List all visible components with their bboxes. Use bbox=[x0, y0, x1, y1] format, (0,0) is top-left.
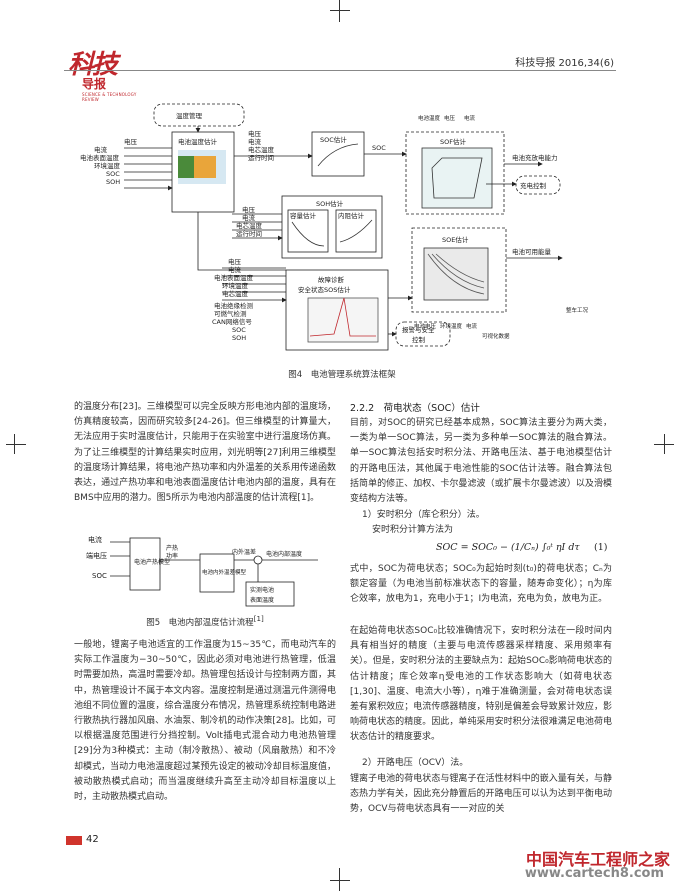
input-left-5: SOH bbox=[106, 178, 120, 186]
input-fault-3: 环境温度 bbox=[222, 281, 249, 290]
right-para-4: 锂离子电池的荷电状态与锂离子在活性材料中的嵌入量有关，与静态热力学有关，因此充分… bbox=[350, 774, 612, 815]
input-left-2: 电池表面温度 bbox=[80, 153, 120, 162]
header-rule bbox=[64, 70, 616, 71]
crop-mark-bottom-h bbox=[330, 880, 350, 881]
sof-output-label: 电池充放电能力 bbox=[512, 153, 558, 162]
vehicle-ctrl-label: 整车工况 bbox=[566, 306, 589, 314]
fig5-box2: 电池内外温差模型 bbox=[202, 568, 247, 576]
input-fault-5: 电池绝缘检测 bbox=[214, 301, 254, 310]
figure5-caption-ref: [1] bbox=[253, 614, 264, 623]
sof-box-label: SOF估计 bbox=[440, 137, 466, 146]
input-fault-9: SOH bbox=[232, 334, 246, 342]
fig5-heat-2: 功率 bbox=[166, 552, 178, 560]
fault-box-line1: 故障诊断 bbox=[318, 275, 345, 284]
charge-control-label: 充电控制 bbox=[520, 181, 547, 190]
input-left-1: 电流 bbox=[94, 145, 108, 154]
soc-box-label: SOC估计 bbox=[320, 135, 347, 144]
temp-mgmt-label: 温度管理 bbox=[176, 111, 203, 120]
figure4-caption: 图4 电池管理系统算法框架 bbox=[288, 370, 396, 380]
section-heading: 2.2.2 荷电状态（SOC）估计 bbox=[350, 403, 480, 414]
input-fault-4: 电芯温度 bbox=[222, 289, 249, 298]
logo-text-main: 科技 bbox=[68, 50, 118, 80]
input-soh-3: 运行时间 bbox=[236, 229, 262, 238]
fig5-input-1: 端电压 bbox=[86, 551, 107, 560]
soe-input-1: 环境温度 bbox=[440, 322, 463, 330]
input-fault-0: 电压 bbox=[228, 257, 242, 266]
soe-output-label: 电池可用能量 bbox=[512, 247, 552, 256]
soh-box-label: SOH估计 bbox=[316, 199, 344, 208]
figure5-diagram: 电流 端电压 SOC 电池产热模型 产热 功率 电池内外温差模型 内外温差 电池… bbox=[86, 535, 318, 607]
watermark-url: www.cartech8.com bbox=[524, 866, 664, 881]
item-1: 1）安时积分（库仑积分）法。 bbox=[362, 510, 485, 520]
journal-citation: 科技导报 2016,34(6) bbox=[515, 58, 614, 69]
fig5-box1: 电池产热模型 bbox=[134, 558, 170, 566]
page-marker bbox=[66, 836, 82, 845]
thermal-box-label: 电池温度估计 bbox=[178, 137, 218, 146]
equation-number: (1) bbox=[594, 542, 608, 553]
input-left-0: 电压 bbox=[124, 137, 138, 146]
input-soh-2: 电芯温度 bbox=[236, 221, 263, 230]
crop-mark-bottom-v bbox=[339, 868, 340, 891]
left-para-2: 一般地，锂离子电池适宜的工作温度为15~35℃，而电动汽车的实际工作温度为−30… bbox=[74, 640, 336, 803]
input-soc-1: 电流 bbox=[248, 137, 262, 146]
soh-sub2-label: 内阻估计 bbox=[338, 211, 365, 220]
right-para-1: 目前，对SOC的研究已经基本成熟，SOC算法主要分为两大类，一类为单一SOC算法… bbox=[350, 418, 612, 505]
logo-text-sub: 导报 bbox=[82, 77, 107, 91]
soc-arrow-label: SOC bbox=[372, 144, 386, 152]
figure5-caption: 图5 电池内部温度估计流程[1] bbox=[74, 614, 336, 628]
input-fault-2: 电池表面温度 bbox=[214, 273, 254, 282]
logo-text-en: SCIENCE & TECHNOLOGY REVIEW bbox=[82, 92, 137, 102]
fault-box bbox=[285, 269, 389, 351]
input-fault-7: CAN网络信号 bbox=[212, 317, 252, 326]
crop-mark-left-h bbox=[6, 444, 26, 445]
equation-1: SOC = SOC₀ − (1/Cₙ) ∫₀ᵗ ηI dτ bbox=[436, 542, 580, 553]
fig5-heat-1: 产热 bbox=[166, 544, 178, 552]
soe-input-0: 电池电压 bbox=[414, 322, 437, 330]
fault-box-line2: 安全状态SOS估计 bbox=[298, 285, 351, 294]
left-para-1: 的温度分布[23]。三维模型可以完全反映方形电池内部的温度场，仿真精度较高，因而… bbox=[74, 402, 336, 504]
figure4-diagram: 温度管理 电池温度估计 电压 电流 电池表面温度 环境温度 SOC SOH 电压… bbox=[80, 103, 589, 351]
input-left-3: 环境温度 bbox=[94, 161, 121, 170]
alarm-line2: 控制 bbox=[412, 335, 426, 344]
watermark-cn: 中国汽车工程师之家 bbox=[525, 850, 670, 869]
fig5-box3-1: 实测电池 bbox=[250, 586, 274, 594]
crop-mark-right-h bbox=[654, 444, 674, 445]
item-2: 2）开路电压（OCV）法。 bbox=[362, 758, 469, 768]
input-soh-1: 电流 bbox=[242, 213, 256, 222]
input-soc-2: 电芯温度 bbox=[248, 145, 275, 154]
soe-input-2: 电流 bbox=[466, 322, 478, 330]
soe-box-label: SOE估计 bbox=[442, 235, 469, 244]
soh-sub1-label: 容量估计 bbox=[290, 211, 317, 220]
alarm-line1: 报警与安全 bbox=[402, 325, 435, 334]
input-fault-8: SOC bbox=[232, 326, 246, 334]
temp-mgmt-box bbox=[153, 103, 245, 127]
fig5-outer: 内外温差 bbox=[232, 548, 256, 556]
input-soc-0: 电压 bbox=[248, 129, 262, 138]
input-soc-3: 运行时间 bbox=[248, 153, 274, 162]
soh-box bbox=[281, 195, 383, 259]
fig5-input-0: 电流 bbox=[88, 535, 102, 544]
journal-logo: 科技 导报 SCIENCE & TECHNOLOGY REVIEW bbox=[68, 44, 148, 102]
fig5-inner: 电池内部温度 bbox=[266, 550, 302, 558]
right-para-3: 在起始荷电状态SOC₀比较准确情况下，安时积分法在一段时间内具有相当好的精度（主… bbox=[350, 626, 612, 743]
sof-input-2: 电流 bbox=[464, 114, 476, 122]
input-left-4: SOC bbox=[106, 170, 120, 178]
sof-input-1: 电压 bbox=[444, 114, 456, 122]
right-para-2: 式中，SOC为荷电状态；SOC₀为起始时刻(t₀)的荷电状态；Cₙ为额定容量（为… bbox=[350, 564, 612, 605]
sof-input-0: 电池温度 bbox=[418, 114, 441, 122]
input-soh-0: 电压 bbox=[242, 205, 256, 214]
crop-mark-top-h bbox=[330, 10, 350, 11]
fig5-box3-2: 表面温度 bbox=[250, 596, 274, 604]
input-fault-1: 电流 bbox=[228, 265, 242, 274]
item-1-intro: 安时积分计算方法为 bbox=[372, 525, 454, 535]
crop-mark-top-v bbox=[339, 0, 340, 22]
fig5-input-2: SOC bbox=[92, 572, 107, 580]
input-fault-6: 可燃气检测 bbox=[214, 309, 247, 318]
page-number: 42 bbox=[86, 834, 99, 845]
soe-input-3: 可视化数据 bbox=[482, 332, 510, 340]
figure5-caption-text: 图5 电池内部温度估计流程 bbox=[146, 617, 254, 628]
